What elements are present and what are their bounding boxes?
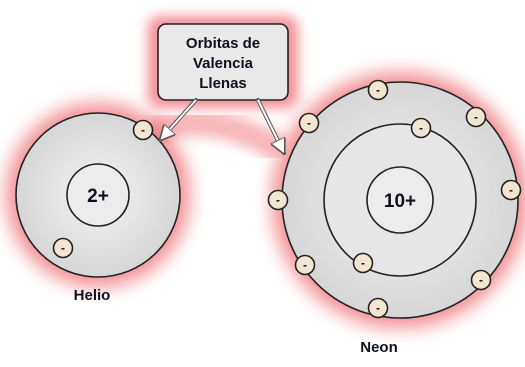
callout-line-3: Llenas <box>199 75 247 92</box>
helium-atom: 2+ - - Helio <box>15 112 181 304</box>
svg-text:-: - <box>61 241 65 255</box>
helium-inner-ring <box>66 163 130 227</box>
callout-line-1: Orbitas de <box>186 35 260 52</box>
neon-atom: 10+ - - - - - - - - - - Neon <box>267 79 522 356</box>
svg-text:-: - <box>509 183 513 197</box>
neon-electron: - <box>298 112 320 134</box>
neon-electron: - <box>500 179 522 201</box>
neon-electron: - <box>410 117 432 139</box>
neon-electron: - <box>465 106 487 128</box>
callout-line-2: Valencia <box>193 55 254 72</box>
svg-text:-: - <box>307 116 311 130</box>
arrow-to-helium-core <box>162 99 197 138</box>
neon-electron: - <box>294 254 316 276</box>
neon-electron: - <box>267 189 289 211</box>
svg-text:-: - <box>479 273 483 287</box>
helium-nucleus-label: 2+ <box>87 186 109 207</box>
neon-electron: - <box>367 297 389 319</box>
svg-text:-: - <box>474 110 478 124</box>
helium-name-label: Helio <box>74 287 111 304</box>
svg-text:-: - <box>303 258 307 272</box>
svg-text:-: - <box>361 256 365 270</box>
svg-text:-: - <box>276 193 280 207</box>
neon-nucleus-label: 10+ <box>384 191 416 212</box>
neon-electron: - <box>470 269 492 291</box>
callout-box <box>157 23 289 101</box>
svg-text:-: - <box>376 83 380 97</box>
neon-electron: - <box>352 252 374 274</box>
svg-text:-: - <box>376 301 380 315</box>
helium-electron: - <box>132 119 154 141</box>
neon-electron: - <box>367 79 389 101</box>
svg-text:-: - <box>419 121 423 135</box>
neon-inner-ring <box>366 166 434 234</box>
valence-callout: Orbitas de Valencia Llenas <box>157 23 289 101</box>
neon-name-label: Neon <box>360 339 398 356</box>
helium-electron: - <box>52 237 74 259</box>
svg-text:-: - <box>141 123 145 137</box>
arrow-to-neon-core <box>257 99 283 151</box>
callout-arrows <box>158 98 286 153</box>
